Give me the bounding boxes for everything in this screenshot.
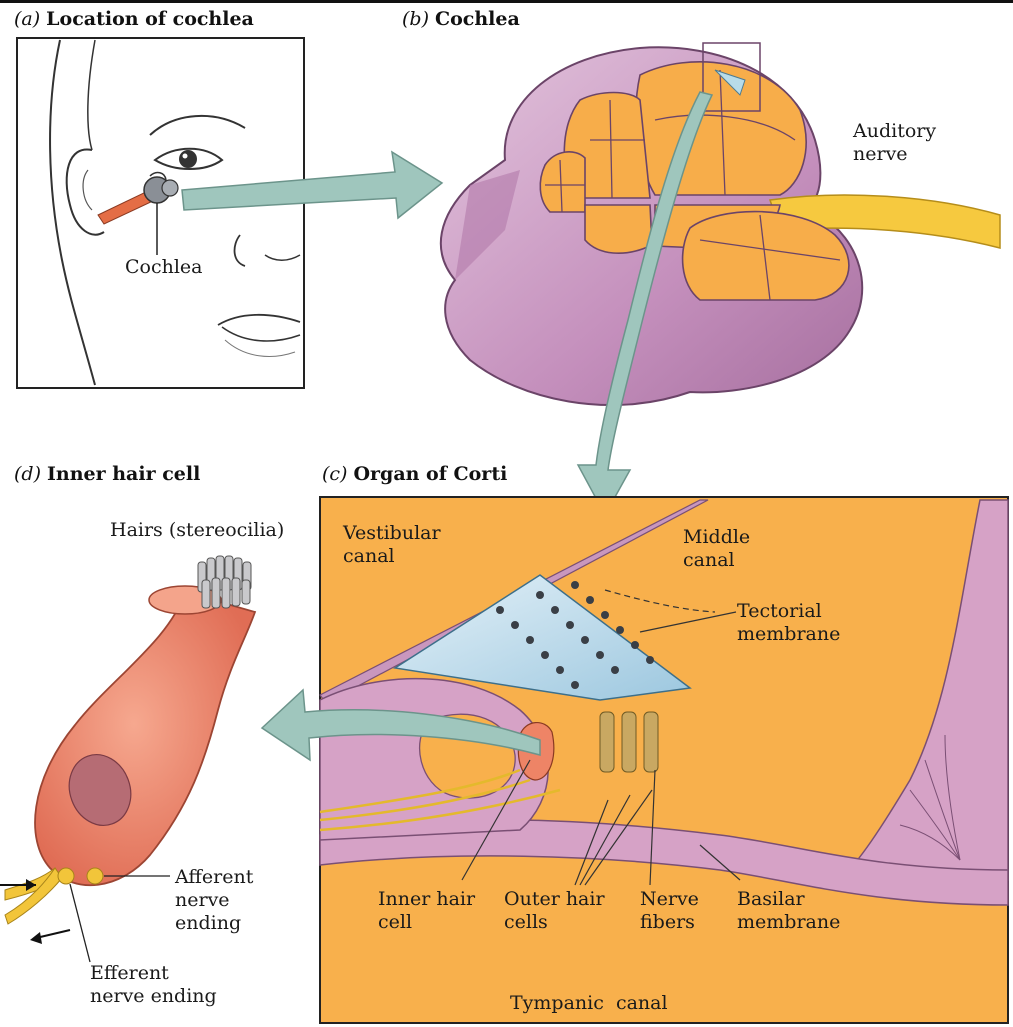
tectorial-membrane-label-line2: membrane [737, 623, 840, 645]
efferent-label-line1: Efferent [90, 962, 169, 984]
organ-of-corti-drawing [320, 497, 1008, 1023]
outer-hair-cells-label-line2: cells [504, 911, 548, 933]
top-rule [0, 0, 1013, 3]
basilar-membrane-label-line2: membrane [737, 911, 840, 933]
nerve-fibers-label-line2: fibers [640, 911, 695, 933]
face-panel-frame [17, 38, 304, 388]
panel-d-title: (d)Inner hair cell [14, 463, 200, 485]
stereocilia [198, 556, 251, 608]
afferent-label-line3: ending [175, 912, 241, 934]
outer-hair-cells-label-line1: Outer hair [504, 888, 605, 910]
middle-canal-label-line2: canal [683, 549, 735, 571]
cochlea-label-small: Cochlea [125, 256, 203, 278]
efferent-label-line2: nerve ending [90, 985, 217, 1007]
afferent-label-line1: Afferent [175, 866, 253, 888]
vestibular-canal-label-line2: canal [343, 545, 395, 567]
cochlea-drawing [441, 43, 1000, 405]
basilar-membrane-label-line1: Basilar [737, 888, 805, 910]
tympanic-canal-label: Tympanic canal [510, 992, 668, 1014]
nerve-fibers-label-line1: Nerve [640, 888, 699, 910]
tectorial-membrane-label-line1: Tectorial [737, 600, 822, 622]
efferent-arrow-icon [30, 932, 42, 944]
panel-a-title: (a)Location of cochlea [14, 8, 254, 30]
auditory-nerve-label-line1: Auditory [853, 120, 936, 142]
face-drawing [17, 38, 304, 388]
middle-canal-label-line1: Middle [683, 526, 750, 548]
panel-b-title: (b)Cochlea [402, 8, 520, 30]
auditory-nerve-label-line2: nerve [853, 143, 908, 165]
afferent-label-line2: nerve [175, 889, 230, 911]
stereocilia-label: Hairs (stereocilia) [110, 519, 284, 541]
vestibular-canal-label-line1: Vestibular [343, 522, 441, 544]
panel-c-title: (c)Organ of Corti [322, 463, 507, 485]
inner-hair-cell-label-line1: Inner hair [378, 888, 475, 910]
inner-hair-cell-label-line2: cell [378, 911, 412, 933]
